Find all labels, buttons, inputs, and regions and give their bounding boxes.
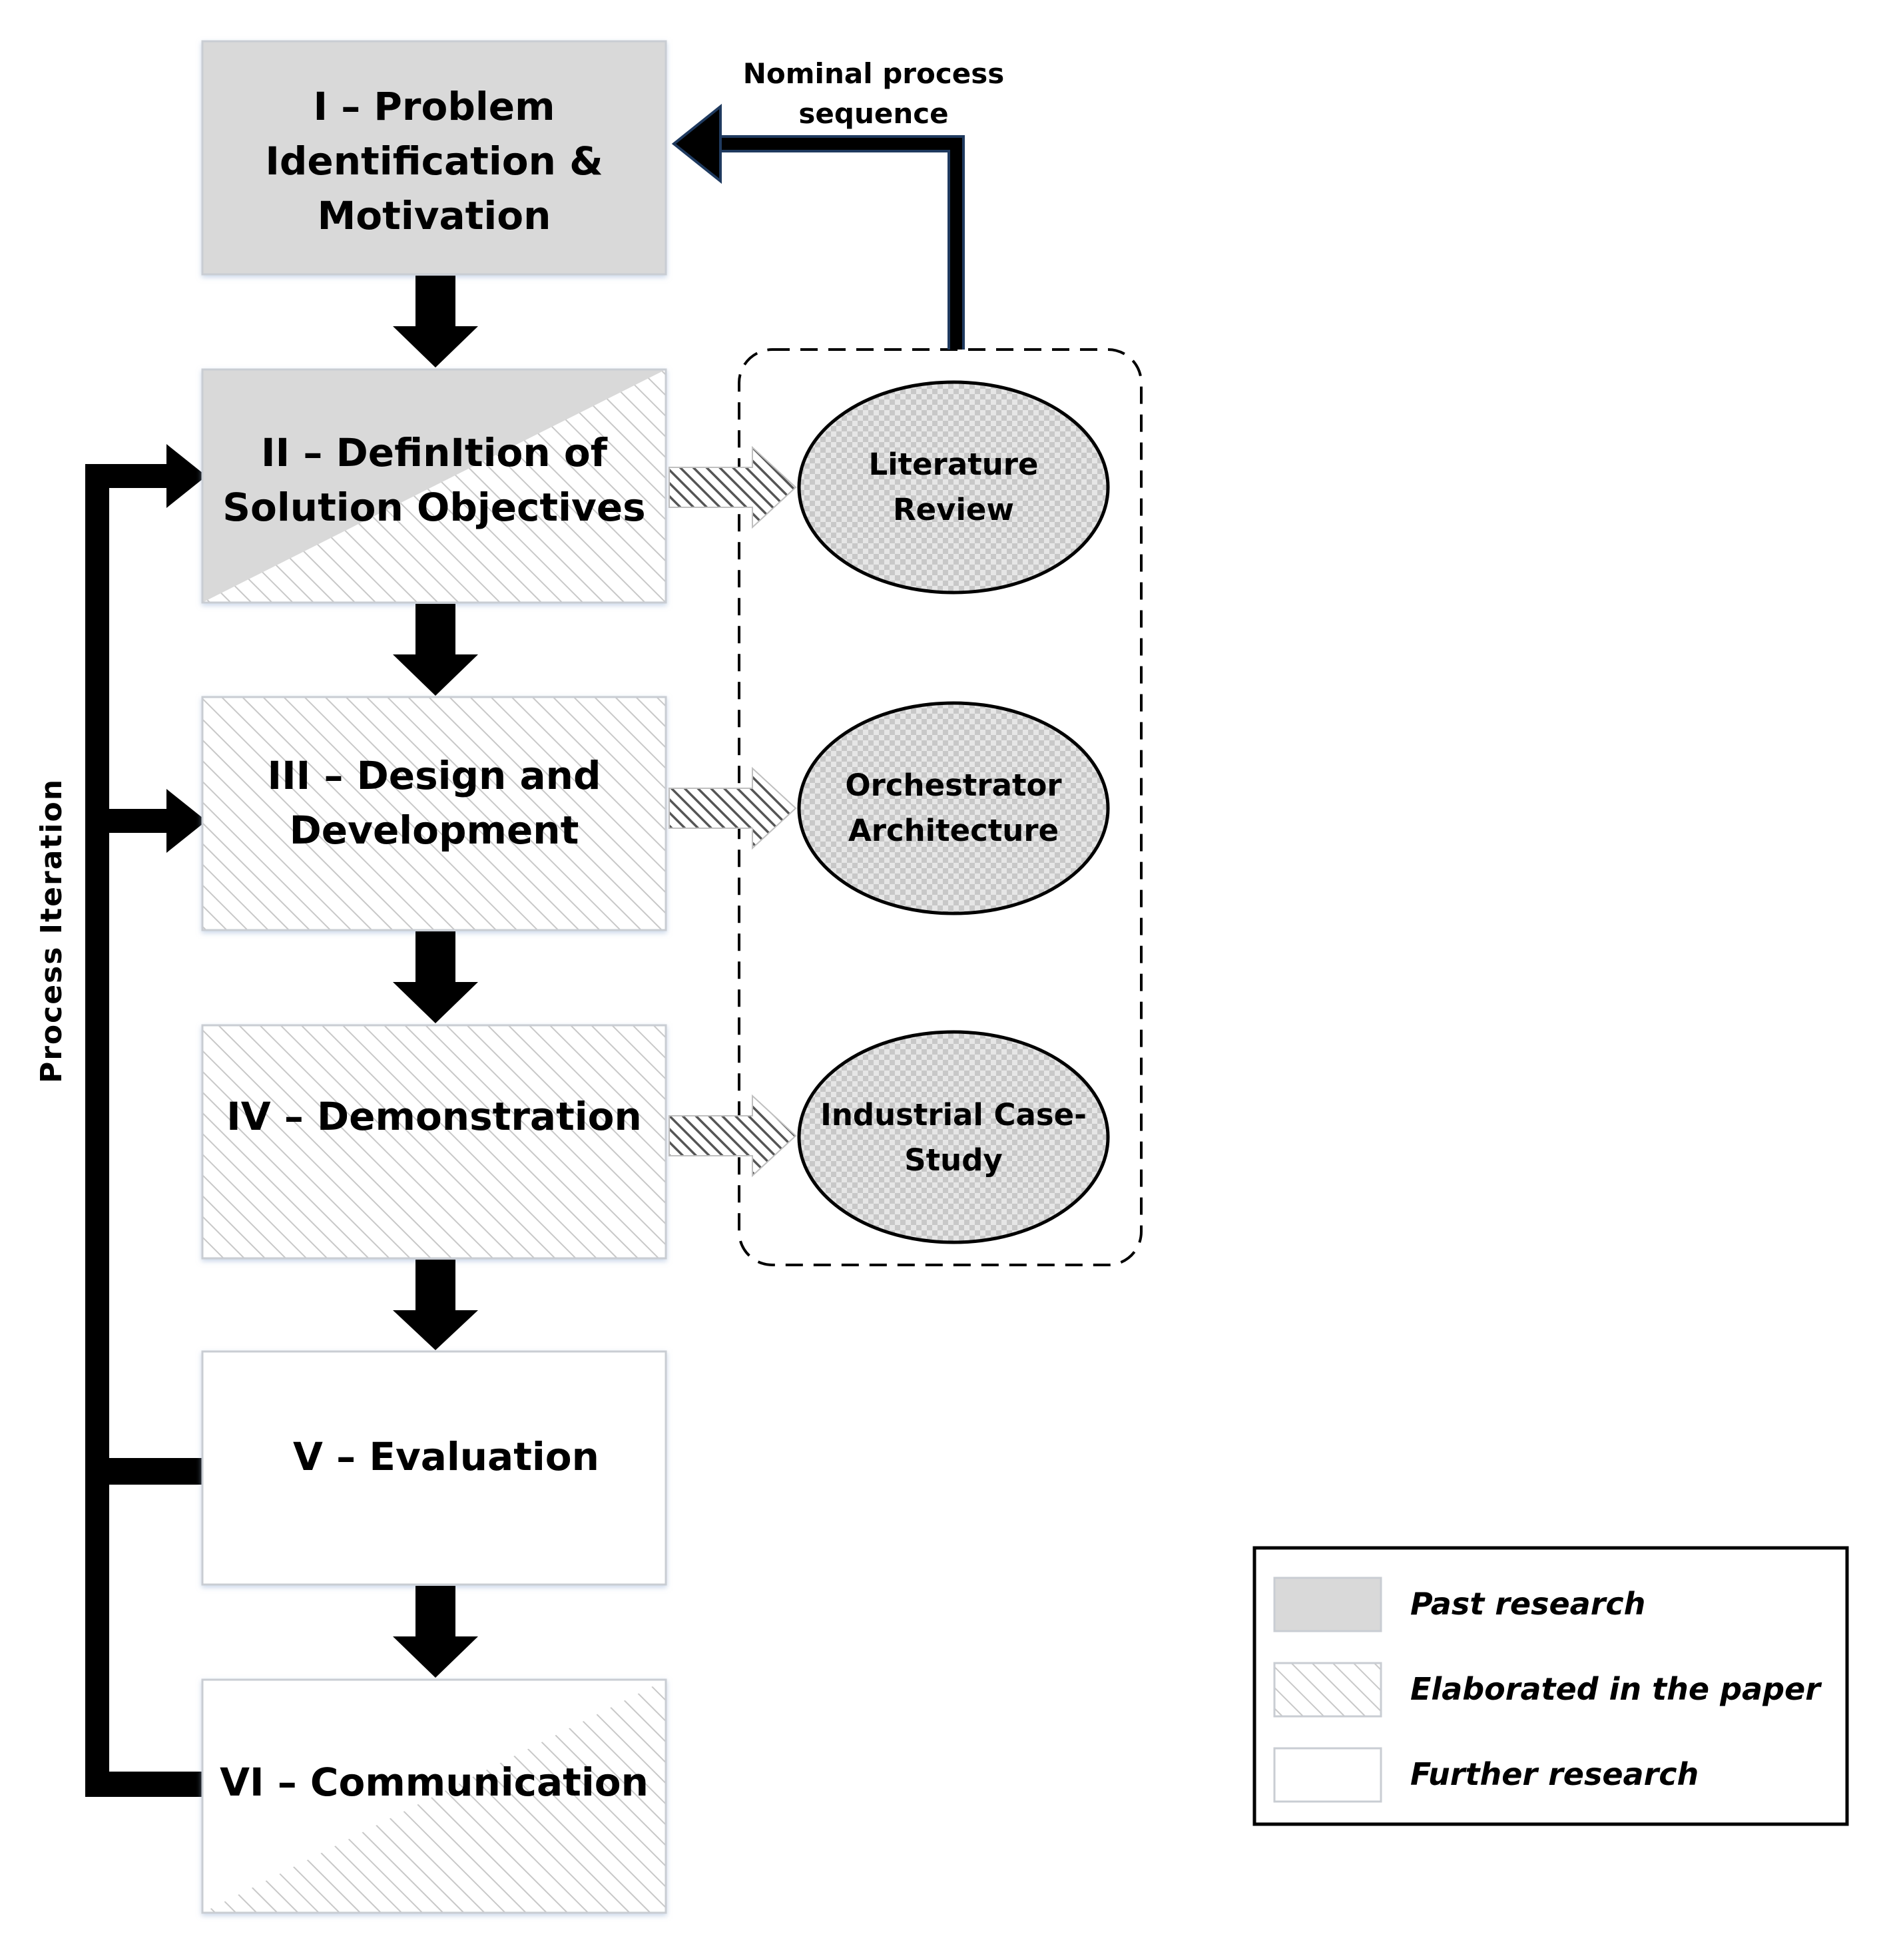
text-line: Identification &: [265, 138, 603, 184]
text-line: III – Design and: [268, 753, 601, 798]
text-line: Review: [893, 492, 1014, 527]
hatched-arrow-case-study: [669, 1094, 797, 1178]
text-line: I – Problem: [313, 84, 555, 129]
nominal-sequence-arrow: [671, 103, 965, 350]
text-line: VI – Communication: [220, 1760, 649, 1805]
text-line: Solution Objectives: [222, 485, 645, 530]
nominal-sequence-label: sequence: [798, 97, 948, 130]
down-arrow-1-2: [393, 276, 478, 368]
down-arrow-3-4: [393, 931, 478, 1023]
stage-box-iv: IV – Demonstration: [201, 1024, 667, 1260]
text-line: Orchestrator: [845, 768, 1062, 803]
stage-label: VI – Communication: [220, 1760, 649, 1805]
method-label: Industrial Case- Study: [820, 1097, 1087, 1178]
legend: Past research Elaborated in the paper Fu…: [1252, 1546, 1849, 1826]
text-line: V – Evaluation: [293, 1434, 599, 1479]
down-arrow-2-3: [393, 604, 478, 696]
down-arrow-5-6: [393, 1586, 478, 1678]
sequence-arrows: [393, 276, 478, 1678]
legend-label-further: Further research: [1410, 1756, 1699, 1792]
stage-label: IV – Demonstration: [226, 1094, 642, 1139]
hatched-arrow-literature: [669, 445, 797, 529]
text-line: Architecture: [848, 813, 1059, 848]
legend-swatch-past: [1273, 1577, 1382, 1632]
stage-label: II – DefinItion of Solution Objectives: [222, 430, 645, 530]
legend-swatch-further: [1273, 1747, 1382, 1803]
stage-box-v: V – Evaluation: [201, 1350, 667, 1586]
text-line: Study: [904, 1142, 1003, 1178]
stage-box-vi: VI – Communication: [201, 1678, 667, 1914]
text-line: Development: [290, 808, 579, 853]
process-iteration-label: Process Iteration: [35, 778, 69, 1083]
method-arrows: [669, 445, 797, 1178]
process-iteration-connector: [85, 444, 206, 1797]
stage-box-ii: II – DefinItion of Solution Objectives: [201, 368, 667, 604]
method-industrial-case-study: Industrial Case- Study: [797, 1030, 1110, 1244]
legend-swatch-paper: [1273, 1662, 1382, 1718]
text-line: II – DefinItion of: [261, 430, 608, 475]
stage-label: V – Evaluation: [293, 1434, 599, 1479]
text-line: Industrial Case-: [820, 1097, 1087, 1132]
legend-label-past: Past research: [1410, 1586, 1645, 1622]
nominal-sequence-label: Nominal process: [743, 57, 1004, 90]
hatched-arrow-architecture: [669, 766, 797, 850]
text-line: IV – Demonstration: [226, 1094, 642, 1139]
text-line: Motivation: [318, 193, 551, 238]
text-line: Literature: [869, 447, 1039, 482]
down-arrow-4-5: [393, 1260, 478, 1350]
legend-label-paper: Elaborated in the paper: [1410, 1671, 1822, 1707]
